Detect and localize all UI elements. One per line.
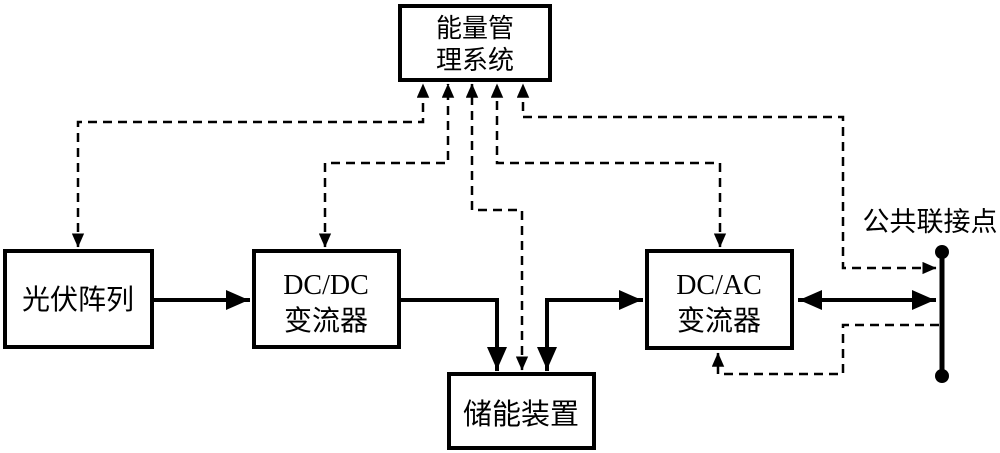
node-pv: 光伏阵列: [3, 249, 154, 349]
ems-label-line2: 理系统: [436, 46, 514, 75]
edge-ems-pv: [71, 83, 430, 248]
edge-pcc-dcac-feedback: [711, 323, 939, 376]
dcdc-box: [252, 249, 401, 349]
node-storage: 储能装置: [447, 372, 596, 450]
control-lines: [71, 83, 939, 376]
dcac-box: [645, 249, 794, 350]
pv-label: 光伏阵列: [22, 284, 134, 316]
edge-ems-dcac: [490, 83, 727, 248]
pv-box: [3, 249, 154, 349]
node-dcac: DC/AC 变流器: [645, 249, 794, 350]
edge-ems-dcdc: [318, 83, 455, 248]
ems-label-line1: 能量管: [436, 14, 514, 43]
dcdc-label-line2: 变流器: [284, 305, 368, 337]
pcc-bus-node-top: [935, 245, 949, 259]
edge-ems-pcc: [516, 83, 937, 275]
pcc-label: 公共联接点: [863, 207, 998, 237]
node-dcdc: DC/DC 变流器: [252, 249, 401, 349]
pcc-bus: 公共联接点: [863, 207, 998, 383]
node-ems: 能量管 理系统: [398, 4, 552, 82]
pcc-bus-node-bottom: [935, 369, 949, 383]
storage-box: [447, 372, 596, 450]
power-lines: [150, 290, 936, 371]
dcac-label-line2: 变流器: [677, 305, 761, 337]
storage-label: 储能装置: [463, 398, 579, 431]
dcdc-label-line1: DC/DC: [283, 270, 369, 301]
edge-dcdc-storage: [397, 298, 507, 371]
ems-box: [398, 4, 552, 82]
dcac-label-line1: DC/AC: [676, 270, 762, 301]
